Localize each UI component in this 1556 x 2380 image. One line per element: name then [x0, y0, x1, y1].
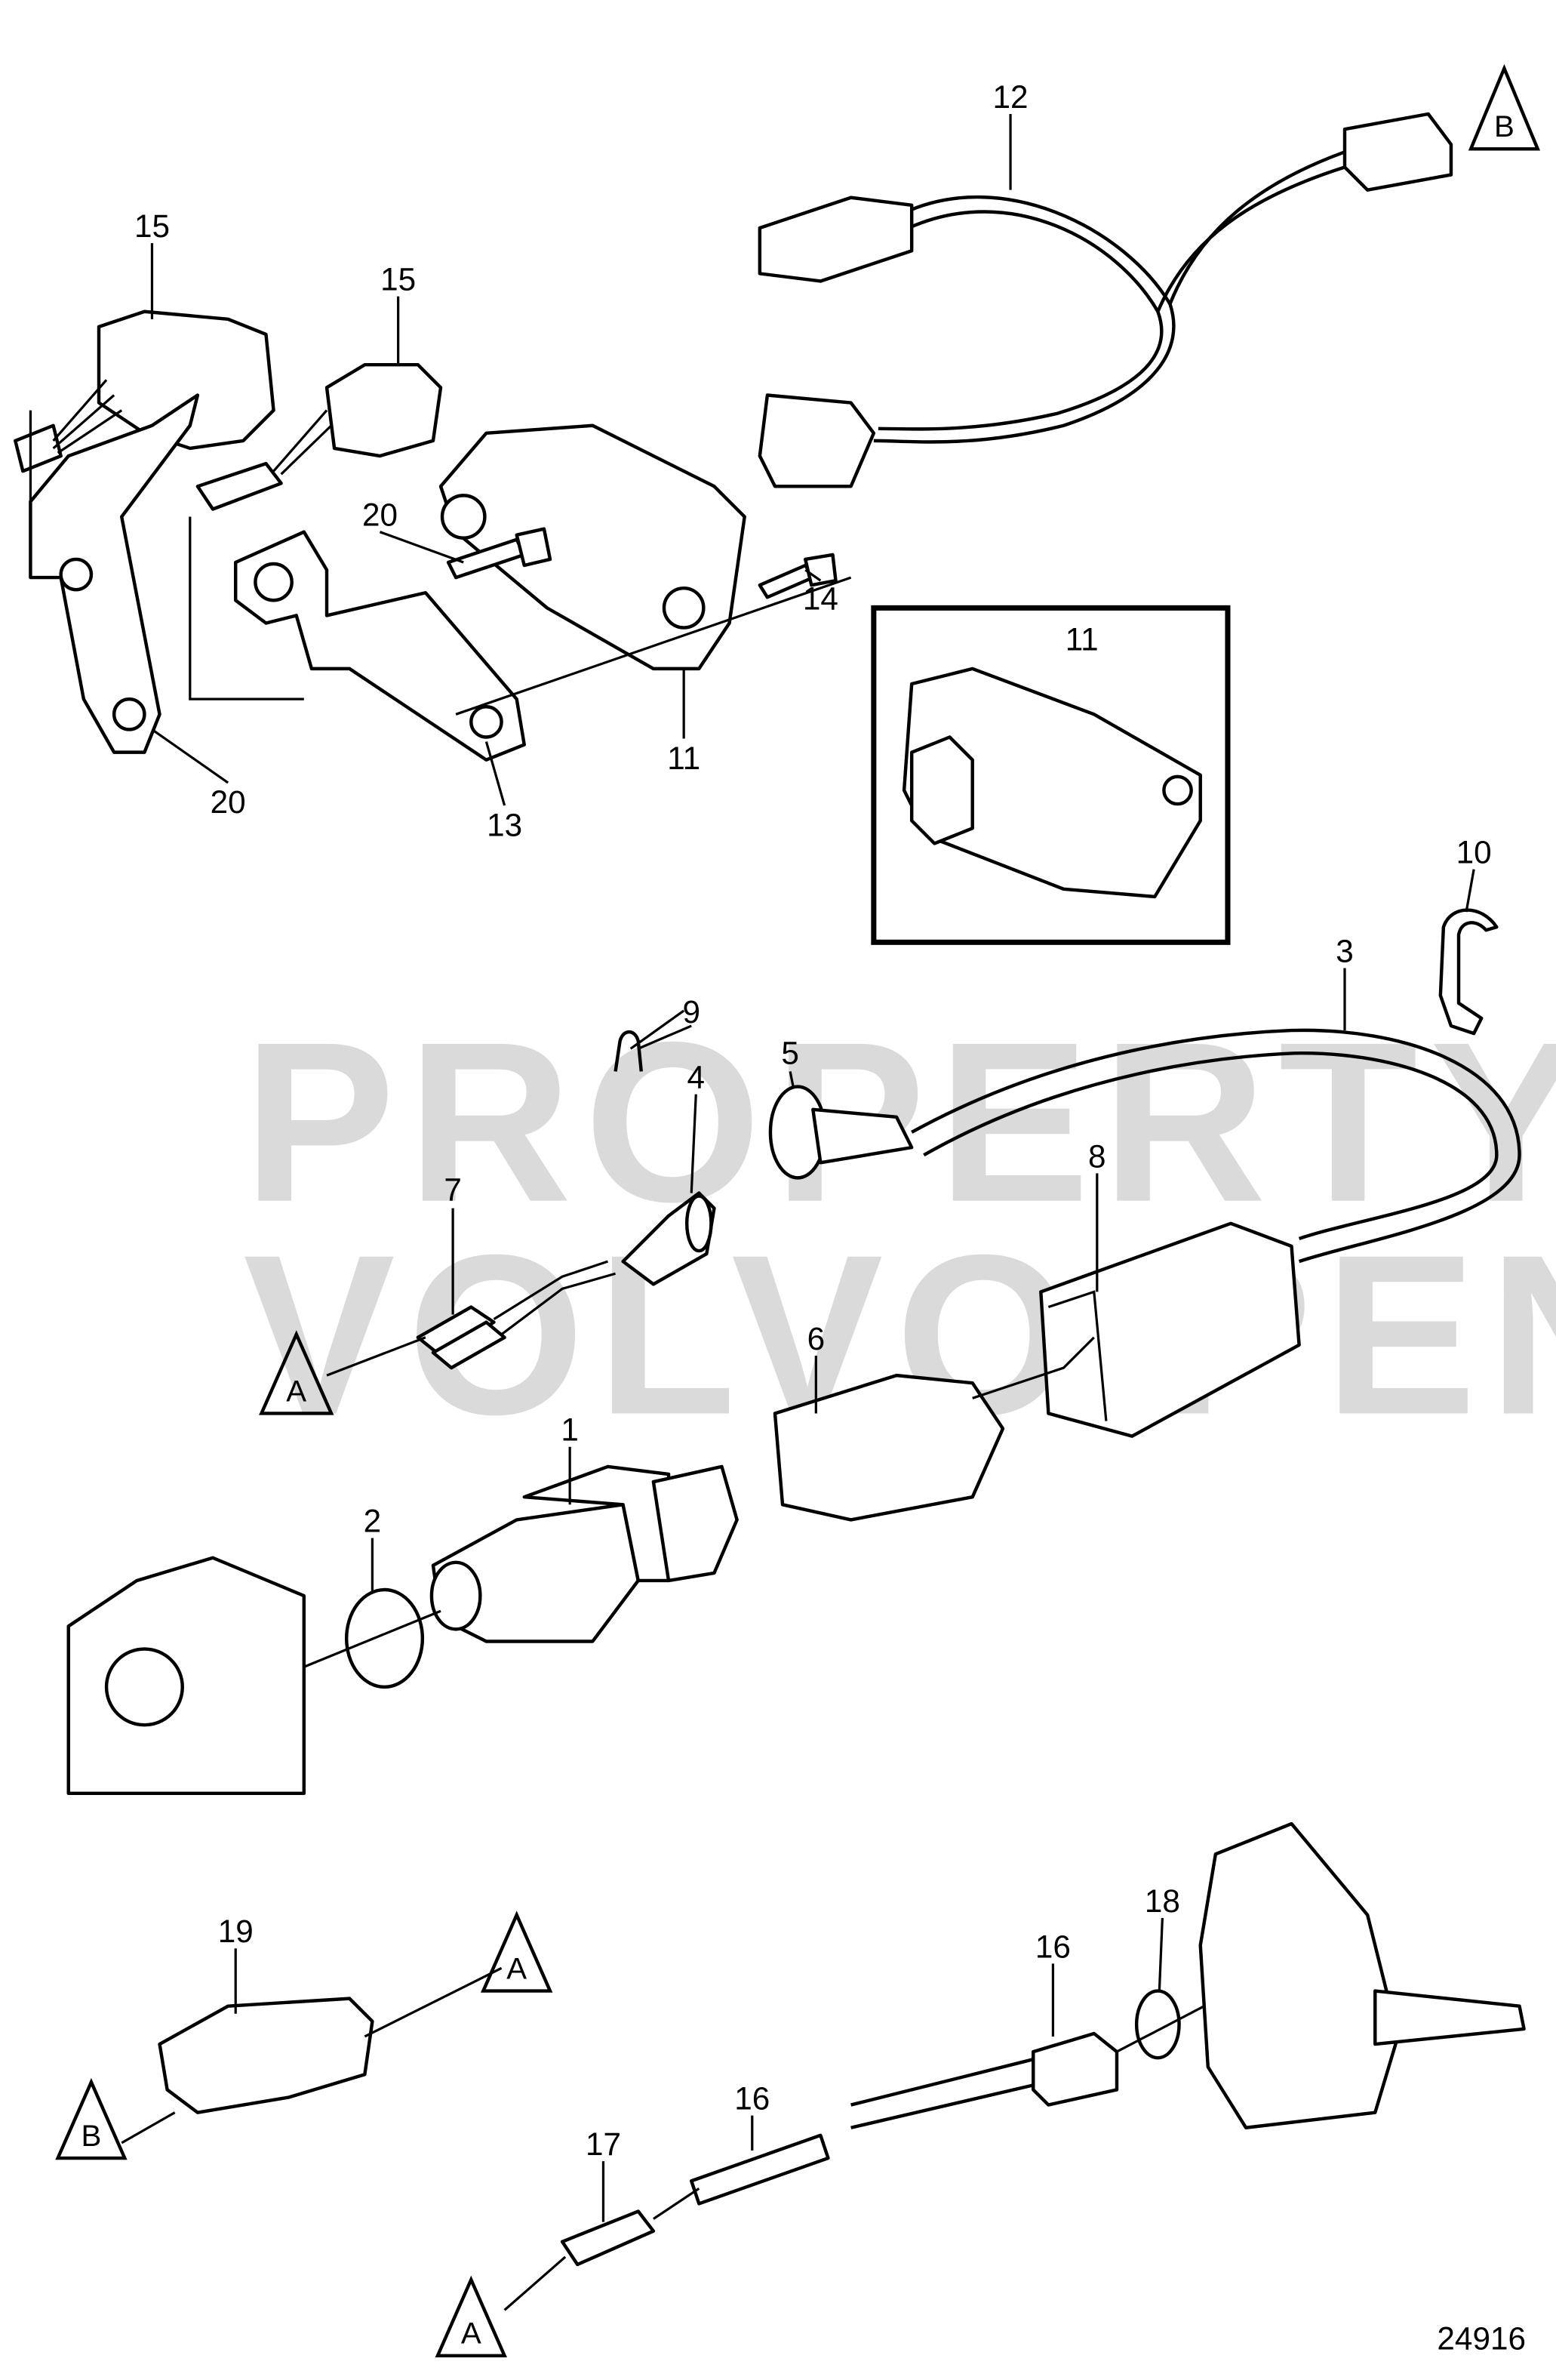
terminals-17 [560, 2209, 656, 2267]
callout-8: 8 [1088, 1138, 1106, 1174]
leader-lines [150, 114, 1475, 2222]
engine-block-right [1198, 1821, 1400, 2129]
callout-5: 5 [781, 1035, 799, 1070]
callout-labels: 12 15 15 20 14 11 20 13 11 10 3 9 5 4 7 … [134, 79, 1526, 2357]
callout-13: 13 [487, 807, 522, 842]
connector-19 [158, 1997, 374, 2114]
o-ring-18 [1134, 1989, 1181, 2060]
callout-10: 10 [1456, 835, 1492, 870]
engine-block-left [66, 1556, 306, 1796]
clip-9 [613, 1030, 643, 1072]
mounting-bracket [233, 530, 526, 762]
ref-triangle-a-mid: A [259, 1330, 334, 1415]
svg-text:A: A [506, 1951, 527, 1985]
callout-16: 16 [1035, 1929, 1071, 1964]
callout-1: 1 [561, 1412, 579, 1448]
callout-16: 16 [734, 2081, 770, 2117]
callout-17: 17 [586, 2126, 621, 2162]
callout-15: 15 [134, 208, 170, 244]
svg-text:A: A [461, 2317, 481, 2351]
terminals-7 [416, 1305, 496, 1358]
svg-text:B: B [1494, 109, 1514, 143]
callout-7: 7 [444, 1172, 462, 1208]
illustration-number: 24916 [1437, 2321, 1526, 2357]
callout-15: 15 [380, 262, 416, 297]
clip-10 [1438, 908, 1499, 1036]
connector-6 [773, 1373, 1005, 1522]
callout-11: 11 [667, 740, 700, 776]
callout-14: 14 [803, 580, 838, 616]
cable-3 [911, 1028, 1521, 1264]
connector-15-right [195, 363, 443, 511]
o-ring-2 [344, 1587, 425, 1689]
ref-triangle-b-19: B [55, 2077, 128, 2160]
callout-4: 4 [687, 1060, 706, 1095]
callout-20: 20 [211, 784, 246, 820]
callout-6: 6 [807, 1321, 826, 1356]
ref-triangle-a-19: A [481, 1910, 553, 1993]
callout-3: 3 [1336, 933, 1354, 968]
callout-18: 18 [1145, 1883, 1180, 1919]
callout-2: 2 [364, 1504, 382, 1539]
svg-text:A: A [286, 1374, 306, 1408]
ref-triangle-b-top: B [1468, 63, 1541, 151]
sensor-16 [1032, 2031, 1119, 2107]
svg-text:B: B [81, 2119, 102, 2153]
harness-12 [758, 112, 1453, 488]
callout-12: 12 [993, 79, 1029, 115]
callout-20: 20 [362, 497, 398, 533]
connector-8 [1039, 1221, 1301, 1438]
connector-15-left [14, 309, 275, 473]
callout-9: 9 [682, 994, 700, 1030]
ref-triangle-a-bottom: A [435, 2275, 507, 2358]
callout-19: 19 [218, 1914, 254, 1949]
control-unit-11 [438, 423, 746, 671]
callout-11-inset: 11 [1066, 622, 1099, 657]
